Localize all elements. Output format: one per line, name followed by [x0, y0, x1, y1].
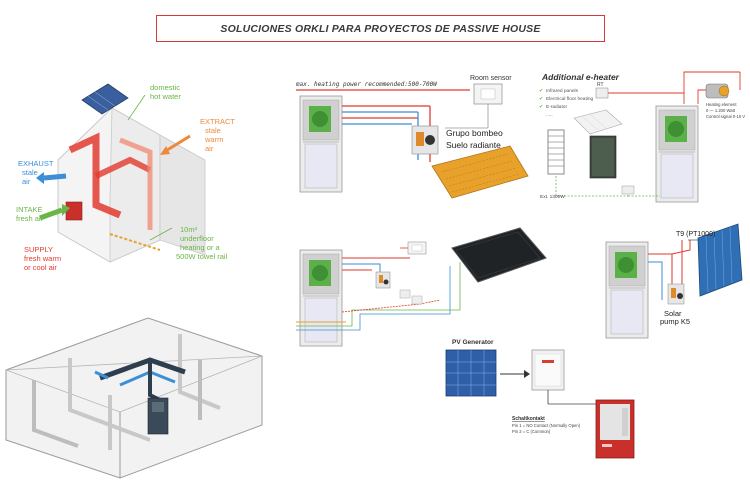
rt-thermostat — [595, 87, 609, 99]
e-heater-panel: Additional e-heater Infrared panels Elec… — [539, 71, 745, 203]
supply-label: SUPPLY fresh warm or cool air — [24, 245, 63, 272]
pv-generator-panel: PV Generator Schaltkontakt Pin 1 = NO Co… — [445, 339, 635, 459]
svg-text:✔: ✔ — [539, 96, 543, 102]
pump-group-label: Grupo bombeo — [446, 128, 503, 138]
underfloor-heating-plate — [431, 145, 529, 199]
floor-plan-diagram — [5, 317, 263, 479]
intake-label: INTAKE fresh air — [16, 205, 45, 223]
t9-sensor-label: T9 (PT1000) — [676, 231, 715, 238]
infrared-panel — [573, 109, 623, 135]
underfloor-label: 10m² underfloor heating or a 500W towel … — [176, 225, 228, 261]
e-heater-title: Additional e-heater — [541, 72, 620, 82]
pv-arrow — [524, 370, 530, 378]
title-box: SOLUCIONES ORKLI PARA PROYECTOS DE PASSI… — [156, 15, 605, 42]
rt-label: RT — [597, 82, 604, 88]
exhaust-arrow — [43, 173, 67, 181]
ext-power-label: Ext. 1300W — [540, 194, 565, 200]
dhw-panel — [296, 227, 547, 347]
room-sensor-label: Room sensor — [470, 75, 512, 82]
page-title: SOLUCIONES ORKLI PARA PROYECTOS DE PASSI… — [220, 22, 541, 35]
option-infrared: Infrared panels — [546, 88, 579, 94]
extract-label: EXTRACT stale warm air — [200, 117, 237, 153]
option-more: ..... — [546, 113, 553, 118]
schaltkontakt-title: Schaltkontakt — [512, 416, 545, 422]
exhaust-label: EXHAUST stale air — [18, 159, 55, 186]
heating-power-header: max. heating power recommended:500-700W — [295, 81, 438, 88]
heat-recovery-unit — [65, 201, 83, 221]
solar-pump-label: Solar pump K5 — [660, 309, 690, 326]
domestic-hot-water-label: domestic hot water — [150, 83, 182, 101]
underfloor-label-es: Suelo radiante — [446, 140, 501, 150]
option-floor-heating: Electrical floor heating — [546, 96, 594, 102]
underfloor-heating-panel: max. heating power recommended:500-700W … — [295, 75, 529, 199]
svg-text:✔: ✔ — [539, 88, 543, 94]
towel-rail — [547, 129, 565, 175]
svg-text:✔: ✔ — [539, 104, 543, 110]
intake-arrow — [39, 207, 63, 221]
house-cutaway-diagram: domestic hot water EXTRACT stale warm ai… — [16, 83, 237, 272]
option-e-radiator: E-radiator — [546, 104, 567, 110]
solar-thermal-panel: T9 (PT1000) Solar pump K5 — [605, 223, 743, 339]
induction-hob — [451, 227, 547, 283]
pin2-label: Pin 2 = C (Common) — [512, 429, 551, 434]
solar-collector — [697, 223, 743, 297]
pin1-label: Pin 1 = NO Contact (Normally Open) — [512, 423, 581, 428]
heating-element-label: Heating element 0 — 1.200 Watt Control s… — [706, 102, 745, 119]
pv-generator-title: PV Generator — [452, 339, 494, 346]
